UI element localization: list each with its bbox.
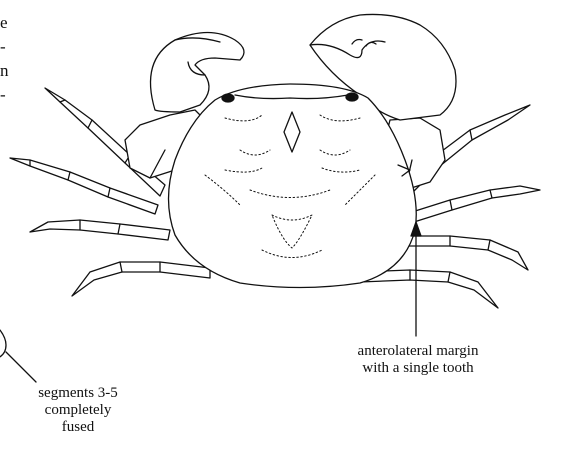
anterolateral-label: anterolateral margin with a single tooth [340, 343, 496, 377]
anterolateral-label-line-2: with a single tooth [340, 360, 496, 377]
segments-label-line-2: completely [22, 402, 134, 419]
segments-label: segments 3-5 completely fused [22, 385, 134, 436]
segments-label-line-1: segments 3-5 [22, 385, 134, 402]
carapace [169, 84, 417, 288]
abdomen-segments-sketch [0, 330, 36, 382]
segments-label-line-3: fused [22, 419, 134, 436]
anterolateral-label-line-1: anterolateral margin [340, 343, 496, 360]
